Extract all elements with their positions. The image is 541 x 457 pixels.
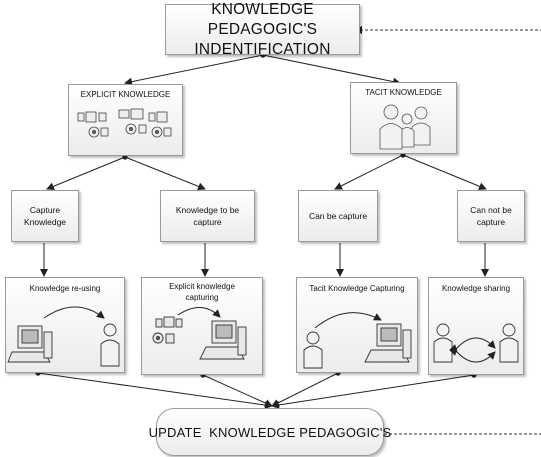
edge-explicit-to-tobe: [124, 156, 206, 191]
edge-top-to-tacit: [262, 54, 401, 86]
computer-to-person-icon: [7, 306, 120, 367]
update-knowledge-label: UPDATE KNOWLEDGE PEDAGOGIC'S: [148, 424, 392, 440]
edge-explicit-to-capture: [46, 156, 126, 191]
knowledge-to-be-capture-line1: Knowledge to be: [175, 205, 240, 215]
people-sharing-icon: [433, 323, 519, 363]
can-not-be-capture-line2: capture: [476, 217, 506, 227]
knowledge-reusing-label: Knowledge re-using: [29, 284, 101, 293]
knowledge-to-be-capture-line2: capture: [193, 217, 222, 227]
capture-knowledge-line1: Capture: [29, 205, 61, 215]
documents-and-discs-icon: [77, 108, 172, 138]
identification-box: KNOWLEDGE PEDAGOGIC'S INDENTIFICATION: [165, 1, 360, 58]
identification-title-line1: KNOWLEDGE PEDAGOGIC'S: [207, 0, 318, 38]
edge-tacit-to-cannot: [402, 154, 487, 191]
explicit-capturing-line2: capturing: [185, 293, 219, 302]
identification-title-line2: INDENTIFICATION: [194, 40, 331, 58]
knowledge-to-be-capture-box: Knowledge to be capture: [160, 190, 255, 242]
can-be-capture-box: Can be capture: [298, 190, 378, 242]
explicit-knowledge-capturing-box: Explicit knowledge capturing: [141, 277, 263, 375]
tacit-knowledge-capturing-box: Tacit Knowledge Capturing: [296, 277, 418, 373]
update-knowledge-box: UPDATE KNOWLEDGE PEDAGOGIC'S: [149, 408, 391, 456]
capture-knowledge-box: Capture Knowledge: [11, 190, 79, 242]
tacit-capturing-label: Tacit Knowledge Capturing: [309, 284, 405, 293]
edge-tacitcap-to-update: [271, 372, 339, 407]
people-group-icon: [379, 104, 431, 150]
explicit-knowledge-title: EXPLICIT KNOWLEDGE: [80, 90, 171, 99]
knowledge-sharing-label: Knowledge sharing: [441, 284, 511, 293]
person-to-computer-icon: [303, 312, 412, 369]
documents-to-computer-icon: [152, 307, 247, 360]
explicit-knowledge-box: EXPLICIT KNOWLEDGE: [68, 84, 183, 156]
tacit-knowledge-box: TACIT KNOWLEDGE: [350, 82, 457, 154]
tacit-knowledge-title: TACIT KNOWLEDGE: [365, 88, 442, 97]
can-not-be-capture-box: Can not be capture: [457, 190, 525, 242]
edge-tacit-to-canbe: [334, 154, 404, 190]
can-not-be-capture-line1: Can not be: [470, 205, 512, 215]
knowledge-sharing-box: Knowledge sharing: [428, 277, 524, 375]
edge-reusing-to-update: [37, 372, 273, 409]
explicit-capturing-line1: Explicit knowledge: [169, 282, 235, 291]
capture-knowledge-line2: Knowledge: [23, 217, 67, 227]
edge-sharing-to-update: [271, 374, 475, 409]
can-be-capture-label: Can be capture: [308, 211, 368, 221]
knowledge-reusing-box: Knowledge re-using: [5, 277, 125, 373]
edge-top-to-explicit: [124, 54, 264, 86]
edge-explicitcap-to-update: [202, 374, 273, 407]
